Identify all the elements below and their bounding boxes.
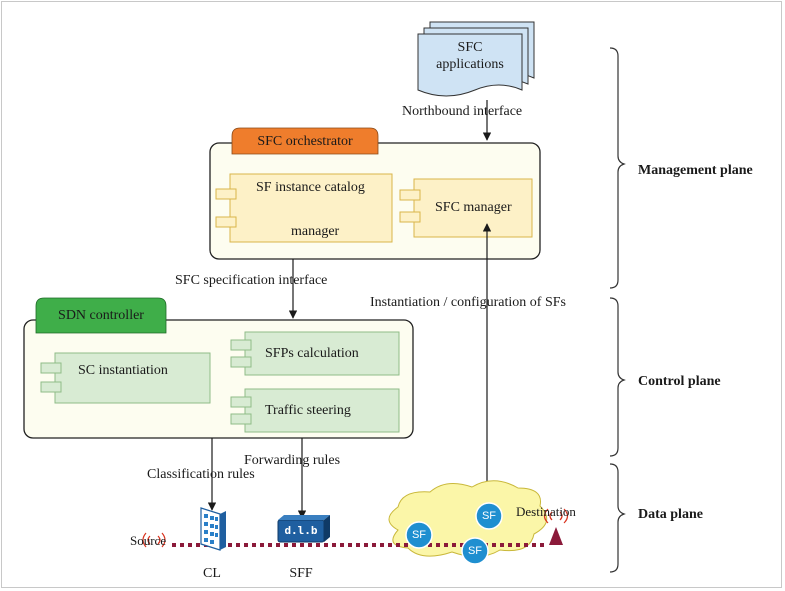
source-label: Source <box>130 533 167 548</box>
sfps-calculation-label: SFPs calculation <box>265 346 359 361</box>
sfc-orchestrator-tab <box>231 127 379 155</box>
sc-instantiation-component <box>40 352 211 404</box>
sf-node-label: SF <box>481 510 497 522</box>
source-signal-icon <box>142 532 166 548</box>
traffic-steering-label: Traffic steering <box>265 403 351 418</box>
data-plane-label: Data plane <box>638 507 703 522</box>
cl-label: CL <box>203 566 221 581</box>
management-plane-label: Management plane <box>638 163 753 178</box>
sfc-specification-interface-label: SFC specification interface <box>175 273 328 288</box>
classifier-icon <box>200 507 226 551</box>
sfc-applications-icon <box>417 21 535 97</box>
northbound-interface-label: Northbound interface <box>402 104 523 119</box>
sfc-applications-line2: applications <box>436 57 504 72</box>
sdn-controller-title: SDN controller <box>58 308 144 323</box>
destination-label: Destination <box>516 504 576 519</box>
sfc-manager-component <box>399 178 533 238</box>
sf-node-label: SF <box>467 545 483 557</box>
forwarding-rules-label: Forwarding rules <box>244 453 341 468</box>
sfps-calculation-component <box>230 331 400 376</box>
sfc-orchestrator-title: SFC orchestrator <box>257 134 353 149</box>
sfc-manager-label: SFC manager <box>435 200 512 215</box>
management-plane-brace <box>609 47 626 289</box>
sf-node <box>475 502 503 530</box>
sf-node <box>461 537 489 565</box>
sdn-controller-tab <box>35 297 167 334</box>
sff-label: SFF <box>289 566 313 581</box>
control-plane-brace <box>609 297 626 457</box>
sf-node-label: SF <box>411 529 427 541</box>
sff-switch-icon <box>277 515 330 543</box>
sf-node <box>405 521 433 549</box>
traffic-steering-component <box>230 388 400 433</box>
destination-marker-icon <box>543 508 569 545</box>
control-plane-label: Control plane <box>638 374 721 389</box>
sfc-applications-line1: SFC <box>457 40 483 55</box>
sc-instantiation-label: SC instantiation <box>78 363 168 378</box>
instantiation-configuration-label: Instantiation / configuration of SFs <box>370 295 566 310</box>
catalog-manager-label-line2: manager <box>291 224 340 239</box>
data-plane-brace <box>609 463 626 573</box>
classification-rules-label: Classification rules <box>147 467 255 482</box>
sff-glyph: d.l.b <box>284 524 318 537</box>
catalog-manager-label-line1: SF instance catalog <box>256 180 365 195</box>
catalog-manager-component <box>215 173 393 243</box>
